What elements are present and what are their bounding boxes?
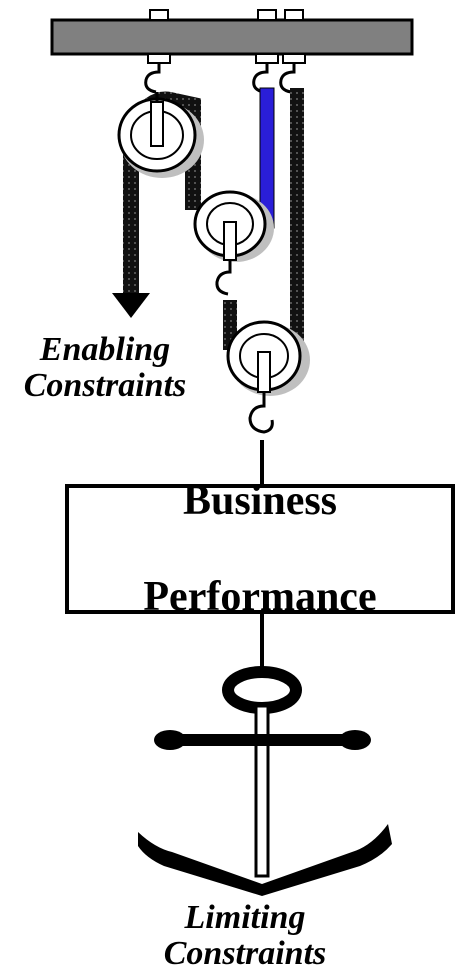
limiting-line1: Limiting [184,899,306,936]
enabling-line1: Enabling [39,331,171,368]
enabling-constraints-label: Enabling Constraints [0,332,210,404]
box-line2: Performance [143,574,377,620]
pulley-icon [193,190,274,296]
limiting-line2: Constraints [163,935,327,972]
limiting-constraints-label: Limiting Constraints [150,900,340,972]
box-line1: Business [182,478,338,524]
ceiling-beam [50,9,414,64]
business-performance-title: Business Performance [143,429,376,669]
business-performance-box: Business Performance [65,478,455,620]
pulley-icon [226,320,310,434]
anchor-icon [138,666,392,896]
hook-icon [144,63,296,94]
weight-arrow-icon [112,293,150,318]
pulley-icon [117,92,204,178]
enabling-line2: Constraints [23,367,187,404]
